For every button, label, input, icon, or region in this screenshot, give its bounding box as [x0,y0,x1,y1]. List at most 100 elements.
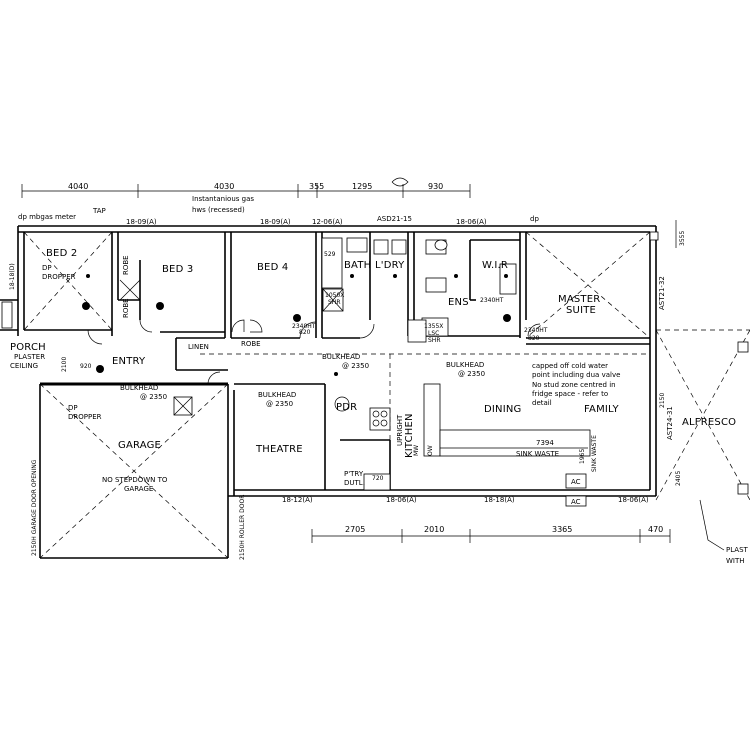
door-720: 720 [372,475,384,482]
bath-vanity [346,237,368,253]
room-pdr: PDR [336,402,357,413]
outer-walls [17,225,657,559]
dp-garage-a: DP [68,404,78,412]
room-porch: PORCH [10,342,46,353]
ht-master: 2340HT [524,327,548,334]
door-820-bed4: 820 [299,329,311,336]
shr-2c: SHR [428,337,441,344]
ac-unit-2 [565,495,587,507]
room-garage: GARAGE [118,440,161,451]
porch-pier [1,301,13,329]
plaster-2: CEILING [10,362,38,370]
dp-label-top: dp [530,215,539,223]
gas-note: Instantanious gas [192,195,254,203]
dim-4030: 4030 [214,182,234,191]
room-robe-bed4: ROBE [241,340,261,348]
dim-2705: 2705 [345,525,365,534]
kitchen-bench [439,429,591,457]
room-ptry-2: DUTL. [344,479,365,487]
plast-note-2: WITH [726,557,745,565]
top-dimension-line: 4040 4030 355 1295 930 Instantanious gas… [18,177,539,223]
gas-symbol [391,177,409,187]
dp-bed2-a: DP [42,264,52,272]
dim-930: 930 [428,182,443,191]
bulkhead-1-h: @ 2350 [140,393,167,401]
tap-label: TAP [92,207,106,215]
bottom-dimension-line: 2705 2010 3365 470 [311,525,671,543]
bath-tub [321,237,343,289]
pantry-shelf [363,473,391,491]
dim-3555: 3555 [679,231,686,246]
ens-toilet [434,239,448,251]
sink-waste: SINK WASTE [516,450,559,458]
room-wir: W.I.R [482,260,508,271]
wc-b1: 18-12(A) [282,496,313,504]
plast-note-1: PLAST [726,546,749,554]
ldry-tub [373,239,389,255]
room-master-2: SUITE [566,305,596,316]
wc-t3: 12-06(A) [312,218,343,226]
ldry-wm [391,239,407,255]
dim-2010: 2010 [424,525,444,534]
capped-note-5: detail [532,399,552,407]
bulkhead-4: BULKHEAD [446,361,484,369]
dim-355: 355 [309,182,324,191]
doors [87,319,541,385]
wc-l4: 2100 [61,357,68,372]
wc-b2: 18-06(A) [386,496,417,504]
room-family: FAMILY [584,404,619,415]
dim-3365: 3365 [552,525,572,534]
bulkhead-3-h: @ 2350 [342,362,369,370]
bulkhead-4-h: @ 2350 [458,370,485,378]
dp-bed2-b: DROPPER [42,273,76,281]
upright-label: UPRIGHT [396,414,404,446]
capped-note-3: No stud zone centred in [532,381,616,389]
room-entry: ENTRY [112,356,146,367]
wc-garage-opening: 2150H GARAGE DOOR OPENING [31,459,38,556]
asd-label: ASD21-15 [377,215,412,223]
dim-7394: 7394 [536,439,554,447]
bulkhead-1: BULKHEAD [120,384,158,392]
interior-walls [0,232,650,490]
mw-label: MW [413,445,420,456]
room-robe-bed3b: ROBE [122,298,130,318]
kitchen-island [423,383,441,457]
bulkhead-2-h: @ 2350 [266,400,293,408]
shr-2a: 1355X [424,323,443,330]
dim-4040: 4040 [68,182,88,191]
room-alfresco: ALFRESCO [682,417,736,428]
no-stepdown-1: NO STEPDOWN TO [102,476,168,484]
room-robe-bed3a: ROBE [122,255,130,275]
shr-1b: SHR [328,299,341,306]
room-bed4: BED 4 [257,262,288,273]
light-points [82,274,511,376]
room-theatre: THEATRE [255,444,303,455]
cooktop [369,407,391,431]
post-marker-2 [737,483,749,495]
wc-sink: 1965 [579,449,586,464]
wc-r2: AST24-31 [666,406,674,440]
hws-note: hws (recessed) [192,206,245,214]
room-labels: BED 2 BED 3 BED 4 BATH L'DRY W.I.R ENS M… [10,248,736,487]
wc-t2: 18-09(A) [260,218,291,226]
ht-bed4: 2340HT [292,323,316,330]
capped-note-1: capped off cold water [532,362,608,370]
room-master-1: MASTER [558,294,600,305]
pdr-toilet [334,396,350,412]
wc-l2: 18-18(D) [9,263,16,290]
ow-label: OW [427,445,434,456]
door-820-master: 820 [528,335,540,342]
ac-unit-1 [565,473,587,489]
ac-2: AC [571,498,581,506]
no-stepdown-2: GARAGE [124,485,153,493]
bulkhead-3: BULKHEAD [322,353,360,361]
room-dining: DINING [484,404,522,415]
dp-gas-meter: dp mbgas meter [18,213,76,221]
room-ldry: L'DRY [375,260,405,271]
post-marker-3 [649,231,659,241]
dim-470: 470 [648,525,663,534]
shr-2b: LSC [428,330,439,337]
dp-garage-b: DROPPER [68,413,102,421]
wc-r3: 2150 [659,393,666,408]
wc-b3: 18-18(A) [484,496,515,504]
